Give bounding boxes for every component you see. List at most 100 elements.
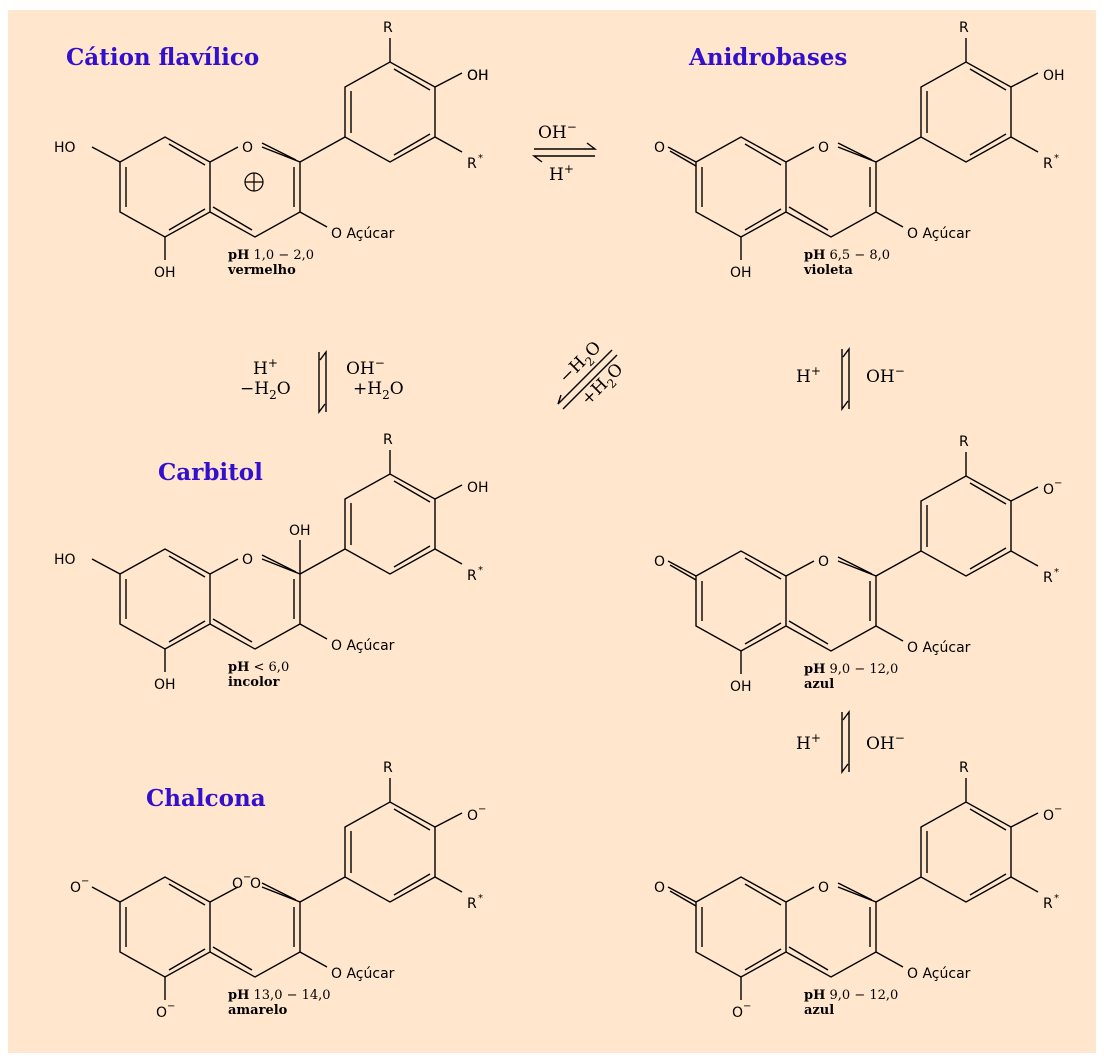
ph-label: pH 13,0 − 14,0 [228,988,331,1003]
svg-text:O: O [1043,482,1054,498]
diagram-panel [8,10,1096,1053]
equilibrium-flavylium-anhydrobase: OH− H+ [531,120,598,185]
svg-text:O Açúcar: O Açúcar [907,640,971,656]
svg-text:−: − [1054,804,1062,815]
equilibrium-anion-dianion: H+ OH− [796,709,905,775]
svg-text:R: R [467,568,477,584]
color-label: azul [804,677,834,692]
svg-text:O: O [818,880,829,896]
svg-text:O: O [467,808,478,824]
svg-text:O: O [242,140,253,156]
reagent-oh-minus: OH− [866,731,905,754]
color-label: violeta [803,263,853,278]
svg-text:O Açúcar: O Açúcar [331,638,395,654]
svg-text:HO: HO [54,140,76,156]
svg-text:HO: HO [54,552,76,568]
color-label: amarelo [228,1003,288,1018]
species-flavylium-cation: Cátion flavílico O [54,20,489,281]
species-chalcone: Chalcona O − O R [70,760,486,1021]
svg-text:O Açúcar: O Açúcar [907,966,971,982]
svg-text:O: O [156,1005,167,1021]
svg-text:R: R [1043,896,1053,912]
reagent-h-plus: H+ [796,364,821,387]
mol-anhydro: O R R * O Açúcar OH O [654,434,1059,695]
mol-flav: O R OH R * O Açúcar OH HO [54,20,489,281]
svg-text:*: * [478,893,483,904]
svg-text:−: − [243,872,251,883]
svg-text:*: * [478,565,483,576]
species-title: Chalcona [146,785,266,812]
svg-text:O: O [250,876,261,892]
mol-core [91,778,463,1000]
mol-core [91,450,463,672]
svg-text:R: R [467,896,477,912]
svg-text:R: R [467,156,477,172]
svg-text:−: − [1054,478,1062,489]
svg-text:R: R [959,20,969,36]
svg-text:−: − [167,1001,175,1012]
svg-text:−: − [743,1001,751,1012]
species-title: Cátion flavílico [66,44,259,71]
svg-text:OH: OH [467,68,489,84]
svg-text:R: R [383,20,393,36]
svg-text:O: O [654,880,665,896]
ph-label: pH 1,0 − 2,0 [228,248,314,263]
mol-core [667,38,1039,260]
svg-text:OH: OH [730,679,752,695]
species-quinonoidal-anion: O R R * O Açúcar OH O O − pH 9,0 − 12,0 … [654,434,1062,695]
svg-text:O Açúcar: O Açúcar [331,226,395,242]
svg-text:OH: OH [289,523,311,539]
mol-core [667,452,1039,674]
ph-label: pH 6,5 − 8,0 [804,248,890,263]
atom-oh: OH [1043,68,1065,84]
svg-text:O: O [654,140,665,156]
reagent-h-plus: H+ [253,356,278,379]
svg-text:O: O [654,554,665,570]
svg-text:O: O [818,140,829,156]
species-carbinol: Carbitol O OH R [54,432,489,693]
equilibrium-anhydrobase-anion: H+ OH− [796,346,905,412]
svg-text:OH: OH [154,265,176,281]
svg-text:O: O [232,876,243,892]
reagent-plus-water: +H2O [353,379,404,402]
svg-text:*: * [478,153,483,164]
svg-text:R: R [959,760,969,776]
reagent-h-plus: H+ [549,162,574,185]
reagent-oh-minus: OH− [866,364,905,387]
svg-text:R: R [1043,156,1053,172]
svg-text:OH: OH [467,480,489,496]
svg-text:O Açúcar: O Açúcar [907,226,971,242]
mol-core [91,38,463,260]
svg-text:O: O [732,1005,743,1021]
svg-text:R: R [1043,570,1053,586]
svg-text:−: − [478,804,486,815]
mol-core [667,778,1039,1000]
species-title: Anidrobases [688,44,847,71]
equilibrium-anhydrobase-carbinol: −H2O +H2O [555,338,627,410]
svg-text:O: O [1043,808,1054,824]
equilibrium-flavylium-carbinol: H+ −H2O OH− +H2O [240,349,404,415]
reagent-minus-water: −H2O [240,379,291,402]
svg-text:R: R [383,432,393,448]
species-anhydrobase: Anidrobases O R [654,20,1065,281]
reagent-h-plus: H+ [796,731,821,754]
species-title: Carbitol [158,459,263,486]
svg-text:OH: OH [730,265,752,281]
reagent-oh-minus: OH− [538,120,577,143]
species-quinonoidal-dianion: O O R O − R * O Açúcar O − pH 9,0 − 12,0… [654,760,1062,1021]
color-label: azul [804,1003,834,1018]
ph-label: pH 9,0 − 12,0 [804,988,898,1003]
svg-text:R: R [383,760,393,776]
svg-text:*: * [1054,893,1059,904]
ph-label: pH 9,0 − 12,0 [804,662,898,677]
svg-text:R: R [959,434,969,450]
reagent-oh-minus: OH− [346,356,385,379]
color-label: vermelho [227,263,296,278]
svg-text:O: O [70,880,81,896]
color-label: incolor [228,675,280,690]
ph-label: pH < 6,0 [228,660,289,675]
svg-text:−: − [81,876,89,887]
svg-text:OH: OH [154,677,176,693]
mol-anhydro: O R R * O Açúcar OH O [654,20,1059,281]
